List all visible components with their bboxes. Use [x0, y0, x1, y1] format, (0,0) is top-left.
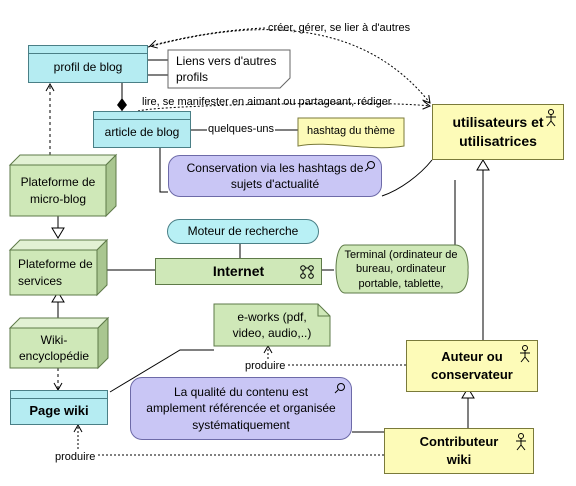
actor-icon [546, 109, 556, 127]
liens-vers-text: Liens vers d'autres profils [176, 53, 277, 84]
hashtag-shape [297, 117, 405, 149]
plateforme-services-label: Plateforme de services [18, 257, 93, 288]
produire-eworks-line [263, 344, 406, 366]
terminal-box[interactable]: Terminal (ordinateur de bureau, ordinate… [334, 246, 468, 293]
profil-de-blog-label: profil de blog [53, 59, 123, 74]
auteur-box[interactable]: Auteur ou conservateur [406, 340, 538, 392]
produire-label-1: produire [244, 360, 287, 372]
eworks-label: e-works (pdf, video, audio,..) [232, 309, 312, 340]
internet-box[interactable]: Internet [155, 258, 322, 285]
article-de-blog-label: article de blog [104, 125, 180, 140]
article-conservation-line [159, 148, 168, 193]
moteur-recherche-box[interactable]: Moteur de recherche [167, 219, 319, 244]
plateforme-micro-blog-box[interactable]: Plateforme de micro-blog [10, 165, 106, 216]
conservation-label: Conservation via les hashtags de sujets … [186, 160, 364, 191]
terminal-label: Terminal (ordinateur de bureau, ordinate… [344, 249, 458, 290]
meaning-icon [364, 161, 375, 172]
plateforme-micro-blog-label: Plateforme de micro-blog [20, 175, 96, 206]
wiki-encyclopedie-box[interactable]: Wiki-encyclopédie [10, 328, 98, 368]
qualite-label: La qualité du contenu est amplement réfé… [146, 385, 336, 432]
contributeur-label: Contributeur wiki [419, 434, 499, 467]
component-bar [94, 119, 190, 120]
lire-label: lire, se manifester en aimant ou partage… [142, 96, 392, 108]
network-icon [300, 265, 314, 279]
conservation-box[interactable]: Conservation via les hashtags de sujets … [168, 155, 382, 197]
contributeur-box[interactable]: Contributeur wiki [384, 428, 534, 474]
profil-de-blog-box[interactable]: profil de blog [28, 45, 148, 83]
creer-relation-back [149, 27, 266, 49]
conservation-user-line [381, 159, 433, 197]
internet-label: Internet [212, 263, 265, 280]
article-de-blog-box[interactable]: article de blog [93, 111, 191, 148]
liens-note-shape [167, 49, 291, 89]
page-eworks-line [109, 349, 214, 393]
creer-gerer-label: créer, gérer, se lier à d'autres [268, 22, 411, 34]
moteur-recherche-label: Moteur de recherche [187, 224, 299, 239]
qualite-box[interactable]: La qualité du contenu est amplement réfé… [130, 377, 352, 440]
utilisateurs-box[interactable]: utilisateurs et utilisatrices [432, 104, 564, 160]
node-3d-wiki [8, 316, 110, 370]
meaning-icon [334, 383, 345, 394]
utilisateurs-label: utilisateurs et utilisatrices [452, 114, 544, 149]
wiki-encyclopedie-label: Wiki-encyclopédie [18, 332, 90, 363]
auteur-label: Auteur ou conservateur [431, 349, 513, 382]
actor-icon [516, 433, 526, 451]
creer-relation-line [147, 29, 431, 104]
eworks-shape [213, 303, 331, 347]
hashtag-label: hashtag du thème [306, 124, 396, 137]
page-wiki-box[interactable]: Page wiki [10, 390, 108, 425]
produire-label-2: produire [54, 451, 97, 463]
page-wiki-label: Page wiki [29, 402, 89, 418]
actor-icon [520, 345, 530, 363]
component-bar [29, 53, 147, 54]
plateforme-services-box[interactable]: Plateforme de services [10, 250, 97, 295]
component-bar [11, 398, 107, 399]
hashtag-box[interactable]: hashtag du thème [298, 120, 404, 142]
eworks-box[interactable]: e-works (pdf, video, audio,..) [214, 304, 330, 346]
node-3d-services [8, 238, 109, 297]
node-3d-micro-blog [8, 153, 118, 218]
lire-relation-line [137, 100, 432, 112]
terminal-shape [335, 244, 469, 294]
quelques-uns-label: quelques-uns [207, 123, 276, 135]
